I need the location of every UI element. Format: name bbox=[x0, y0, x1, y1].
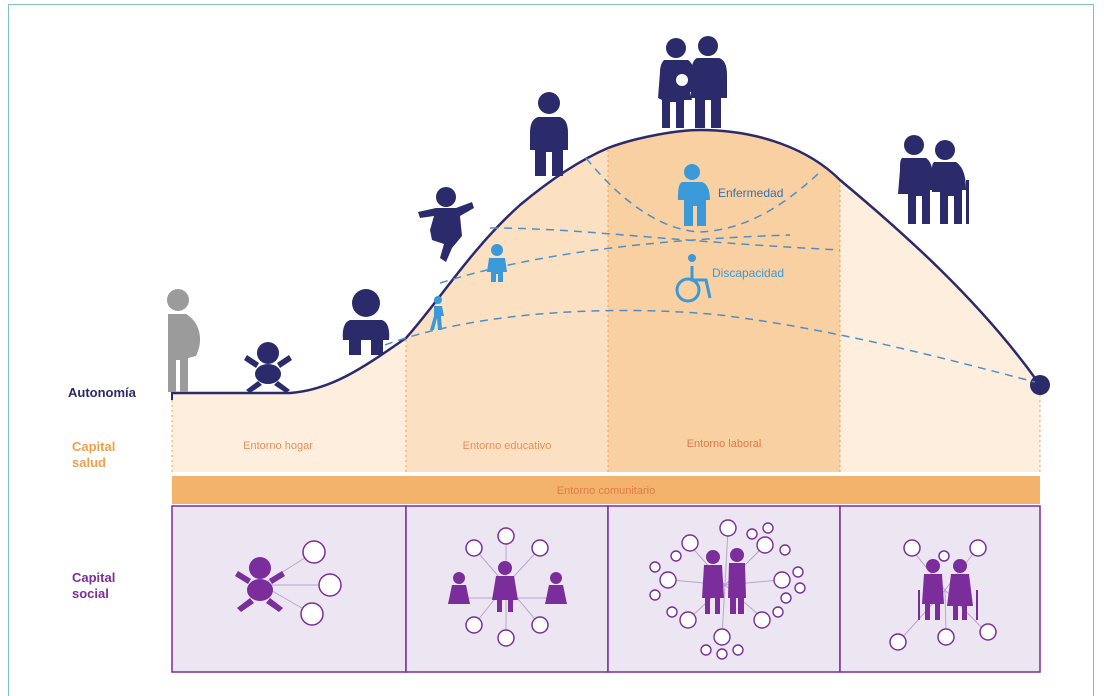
curve-fill-educativo bbox=[406, 148, 608, 472]
discapacidad-label: Discapacidad bbox=[712, 266, 784, 280]
wheelchair-icon bbox=[675, 254, 712, 303]
entorno-hogar-label: Entorno hogar bbox=[243, 440, 313, 452]
figure-frame bbox=[8, 4, 1094, 696]
curve-fill-hogar bbox=[172, 338, 406, 472]
entorno-laboral-label: Entorno laboral bbox=[687, 438, 762, 450]
pregnant-woman-icon bbox=[167, 289, 201, 392]
curve-fill-laboral bbox=[608, 130, 840, 472]
jumping-child-icon bbox=[418, 187, 474, 262]
capital-salud-label-2: salud bbox=[72, 455, 106, 470]
sick-person-icon bbox=[678, 164, 710, 226]
injured-child-icon bbox=[487, 244, 507, 282]
adult-icon bbox=[530, 92, 568, 176]
entorno-comunitario-label: Entorno comunitario bbox=[557, 485, 655, 497]
enfermedad-label: Enfermedad bbox=[718, 186, 783, 200]
cane-person-icon bbox=[430, 296, 444, 330]
social-network-children-nodes bbox=[465, 527, 549, 647]
curve-end-dot bbox=[1030, 375, 1050, 395]
capital-salud-label-1: Capital bbox=[72, 439, 115, 454]
social-network-elderly-nodes bbox=[889, 539, 997, 651]
entorno-educativo-label: Entorno educativo bbox=[463, 440, 552, 452]
children-social-icon bbox=[448, 561, 567, 612]
alt-trajectories bbox=[384, 157, 1036, 383]
social-boxes bbox=[171, 505, 1041, 673]
elderly-social-icon bbox=[918, 559, 978, 620]
capital-social-label-1: Capital bbox=[72, 570, 115, 585]
capital-social-label-2: social bbox=[72, 586, 109, 601]
baby-icon bbox=[244, 342, 292, 393]
elderly-couple-icon bbox=[898, 135, 969, 224]
autonomia-label: Autonomía bbox=[68, 385, 137, 400]
curve-fill-late bbox=[840, 180, 1040, 472]
comunitario-band bbox=[172, 476, 1040, 504]
family-social-icon bbox=[702, 548, 746, 614]
autonomy-curve bbox=[172, 128, 1042, 395]
social-network-family-nodes bbox=[649, 519, 806, 660]
baby-social-icon bbox=[235, 557, 285, 612]
child-icon bbox=[342, 289, 390, 355]
couple-with-baby-icon bbox=[658, 36, 727, 128]
